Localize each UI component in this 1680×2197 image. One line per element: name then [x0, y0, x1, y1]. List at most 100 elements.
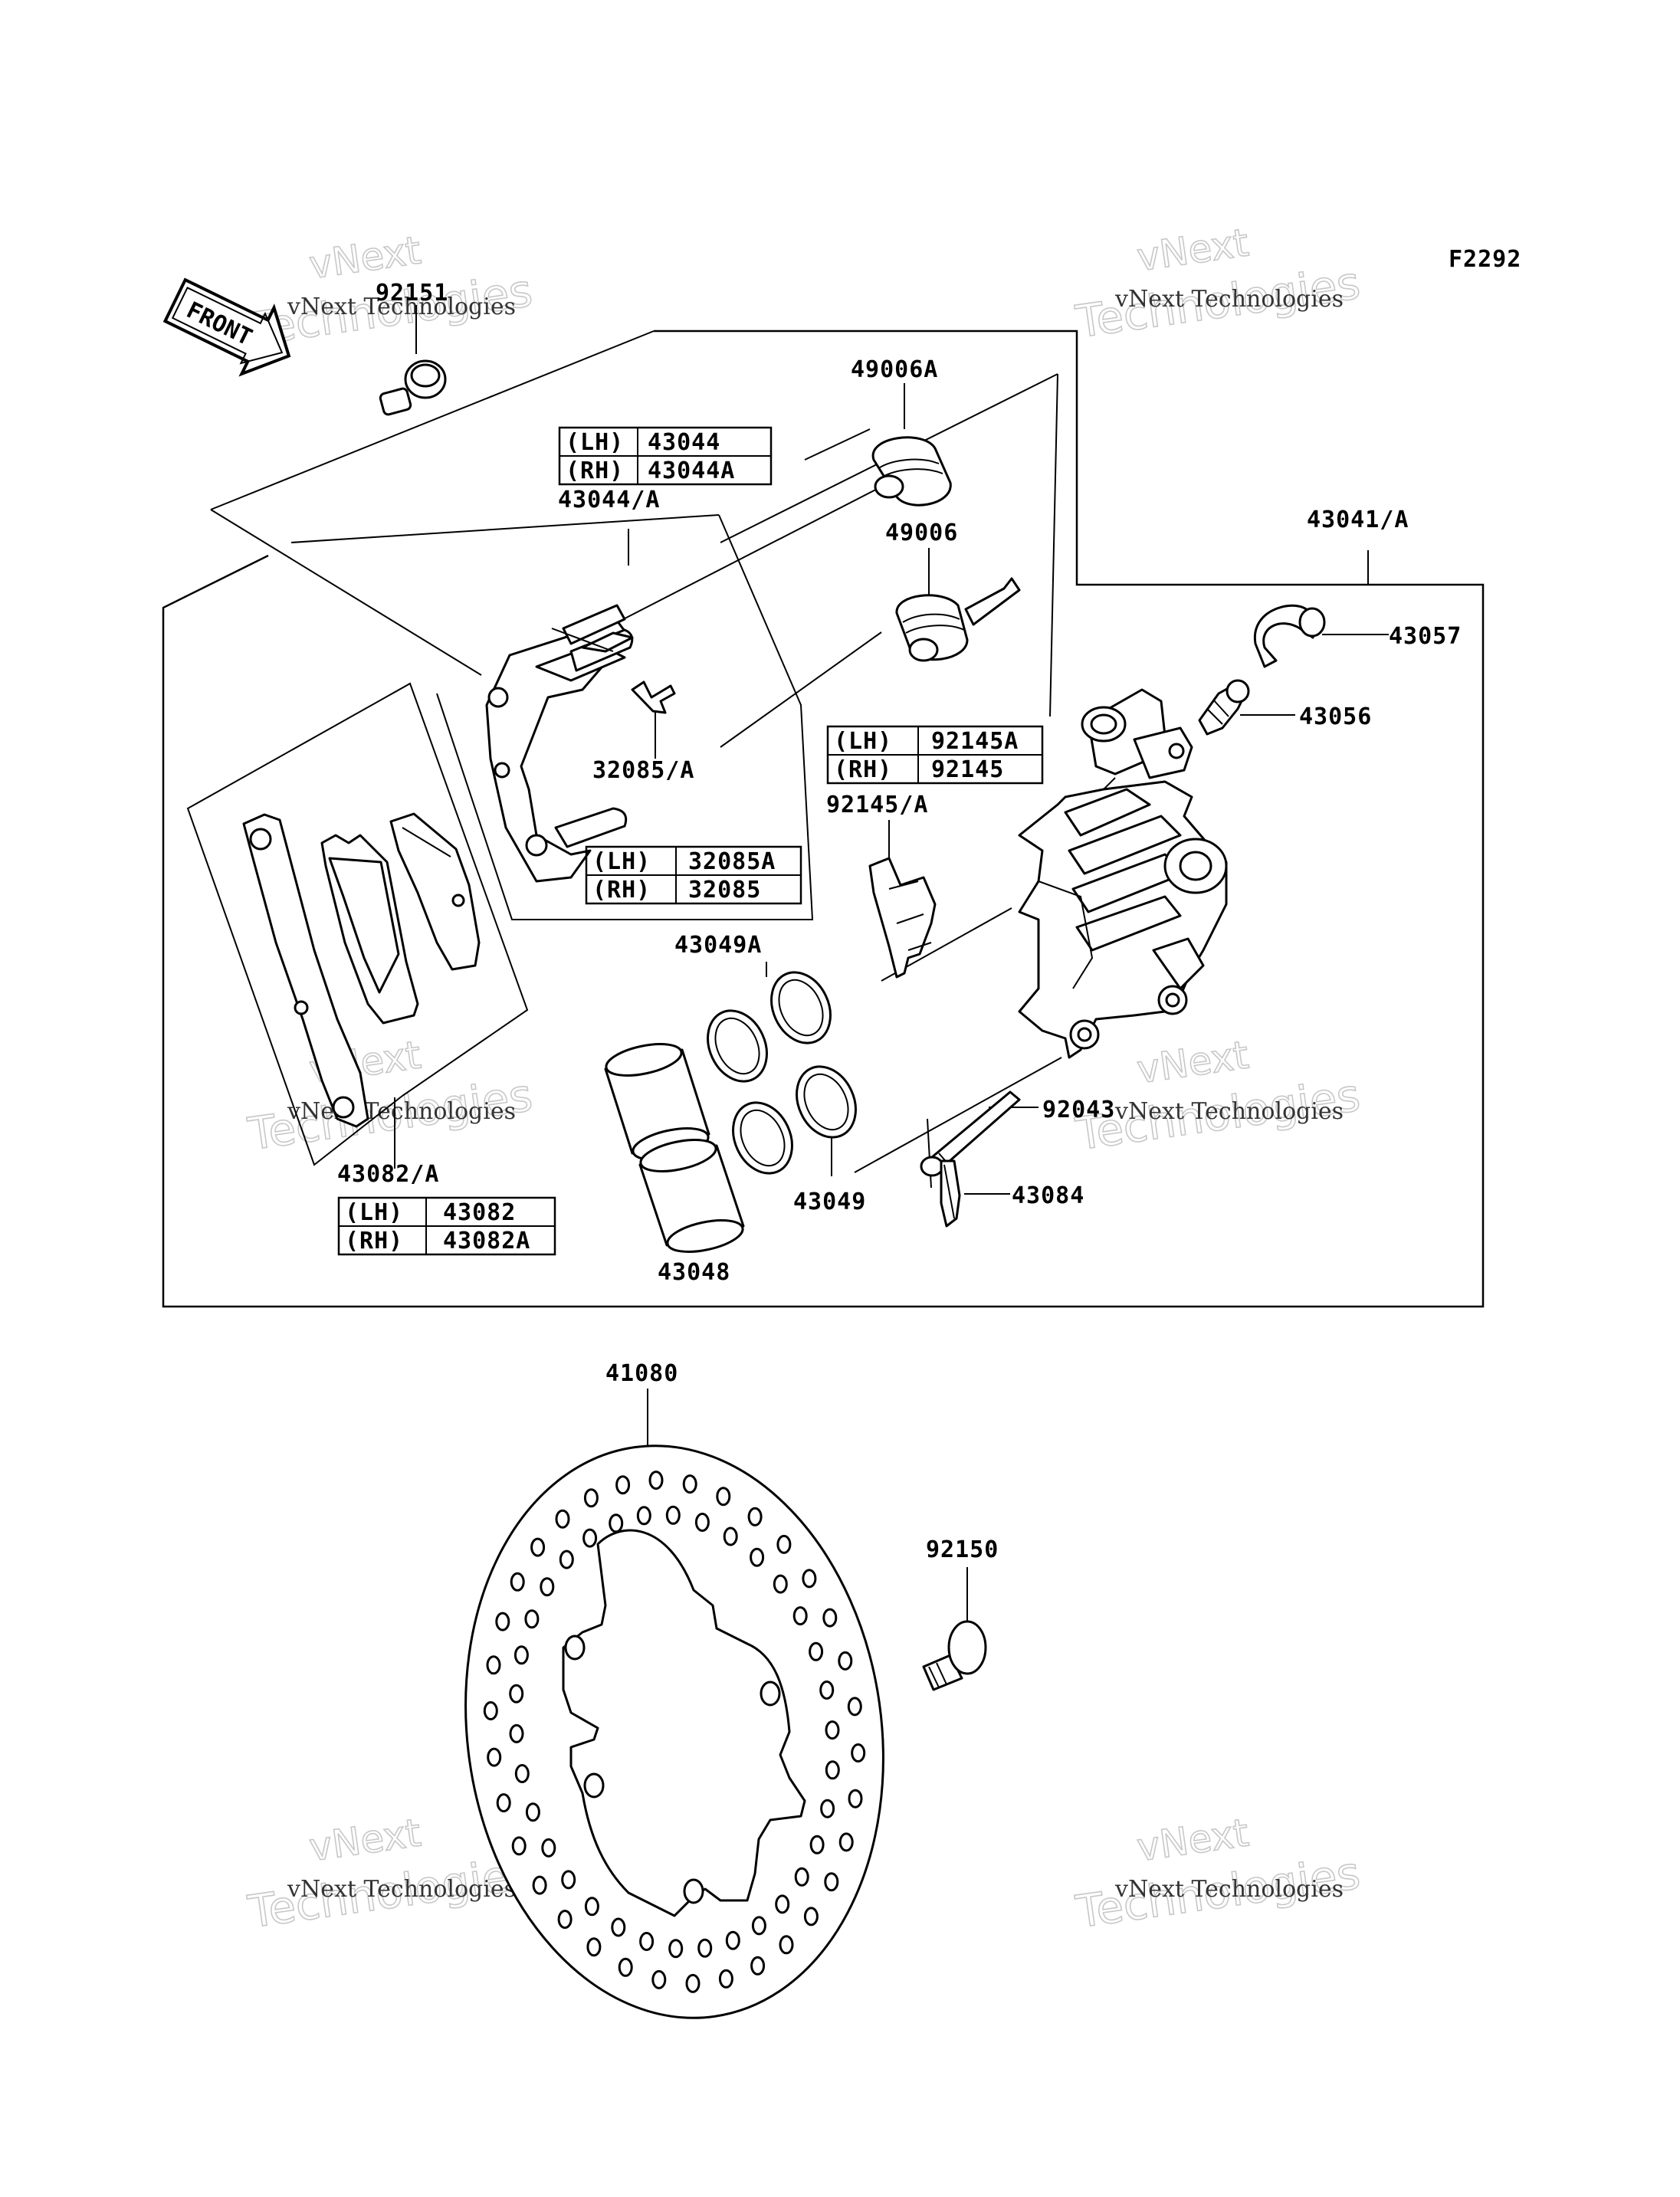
watermark-line: vNext Technologies	[1114, 1098, 1344, 1125]
disc-hole	[792, 1606, 808, 1626]
disc-hole	[838, 1651, 853, 1671]
disc-hole	[779, 1935, 794, 1955]
label-92043: 92043	[1042, 1097, 1115, 1123]
disc-hole	[820, 1799, 835, 1818]
disc-hole	[802, 1569, 817, 1589]
table-92145: (LH) 92145A (RH) 92145	[826, 725, 1044, 785]
part-43041-caliper	[1018, 550, 1369, 1059]
disc-hole	[794, 1867, 809, 1887]
watermark-line: vNext Technologies	[1114, 1876, 1344, 1903]
disc-hole	[583, 1488, 599, 1508]
part-43084-cotter	[940, 1159, 1010, 1228]
label-41080: 41080	[605, 1360, 678, 1387]
table-43044: (LH) 43044 (RH) 43044A	[558, 426, 773, 486]
label-43082A: 43082/A	[337, 1161, 439, 1188]
label-43057: 43057	[1389, 623, 1462, 650]
disc-hole	[825, 1760, 840, 1780]
label-32085A: 32085/A	[592, 757, 694, 784]
disc-hole	[697, 1938, 713, 1958]
disc-hole	[496, 1793, 511, 1813]
disc-hole	[809, 1641, 824, 1661]
table-cell: 92145	[931, 756, 1004, 783]
disc-hole	[486, 1655, 501, 1675]
disc-hole	[532, 1875, 547, 1895]
label-43041A: 43041/A	[1307, 507, 1409, 533]
disc-hole	[682, 1474, 697, 1494]
watermark-line: vNext Technologies	[287, 1876, 516, 1903]
part-49006A-boot	[871, 383, 952, 507]
watermark-big-1: vNext	[1134, 1032, 1252, 1092]
disc-hole	[618, 1957, 633, 1977]
figure-code: F2292	[1449, 246, 1521, 273]
table-cell: (RH)	[345, 1228, 403, 1254]
disc-hole	[723, 1526, 738, 1546]
table-cell: (LH)	[566, 429, 624, 456]
disc-hole	[561, 1870, 576, 1890]
table-43082: (LH) 43082 (RH) 43082A	[337, 1196, 556, 1256]
disc-hole	[825, 1720, 840, 1740]
label-43049A: 43049A	[674, 932, 762, 959]
disc-hole	[824, 1872, 839, 1892]
watermark-big-1: vNext	[1134, 1810, 1252, 1870]
disc-hole	[716, 1487, 731, 1507]
disc-hole	[584, 1897, 599, 1917]
disc-hole	[747, 1507, 763, 1526]
disc-hole	[524, 1609, 540, 1629]
disc-hole	[555, 1509, 570, 1529]
disc-hole	[541, 1838, 556, 1858]
disc-hole	[822, 1608, 838, 1628]
disc-hole	[509, 1684, 524, 1703]
disc-bolt-hole	[583, 1772, 605, 1799]
watermark-big-1: vNext	[307, 228, 424, 287]
disc-bolt-hole	[683, 1878, 704, 1904]
disc-bolt-hole	[564, 1635, 586, 1661]
disc-hole	[509, 1723, 524, 1743]
disc-hole	[838, 1832, 854, 1852]
disc-hole	[809, 1835, 825, 1854]
disc-hole	[694, 1513, 710, 1532]
part-92043-pin	[920, 1090, 1039, 1177]
table-cell: 43044A	[648, 457, 735, 484]
label-49006: 49006	[885, 520, 958, 546]
table-cell: (LH)	[834, 728, 892, 755]
table-cell: 43082A	[443, 1228, 530, 1254]
part-49006-boot	[895, 548, 1021, 662]
label-92150: 92150	[926, 1536, 999, 1563]
disc-hole	[514, 1764, 530, 1783]
part-92150-bolt	[922, 1567, 987, 1691]
watermark-line: vNext Technologies	[1114, 286, 1344, 313]
disc-hole	[487, 1747, 502, 1767]
disc-hole	[685, 1973, 701, 1993]
disc-hole	[639, 1932, 655, 1951]
table-cell: (RH)	[566, 457, 624, 484]
disc-hole	[483, 1701, 498, 1720]
disc-hole	[847, 1697, 862, 1717]
label-43056: 43056	[1299, 703, 1372, 730]
disc-hole	[495, 1612, 510, 1631]
table-cell: (LH)	[345, 1199, 403, 1226]
disc-hole	[609, 1513, 624, 1533]
disc-hole	[611, 1917, 626, 1937]
part-43049-seals	[707, 962, 857, 1176]
disc-hole	[559, 1549, 574, 1569]
watermark-line: vNext Technologies	[287, 293, 516, 320]
disc-hole	[848, 1789, 863, 1808]
disc-hole	[750, 1547, 765, 1567]
disc-hole	[530, 1537, 546, 1557]
disc-hole	[751, 1916, 766, 1936]
disc-hole	[514, 1645, 529, 1665]
disc-hole	[725, 1930, 740, 1950]
disc-hole	[668, 1939, 684, 1959]
part-43056-valve	[1198, 679, 1295, 736]
disc-hole	[540, 1577, 555, 1597]
disc-hole	[665, 1505, 681, 1525]
label-43044A: 43044/A	[558, 487, 660, 513]
part-43082-pads	[242, 812, 481, 1169]
table-cell: (LH)	[592, 848, 651, 875]
table-cell: (RH)	[592, 877, 651, 903]
